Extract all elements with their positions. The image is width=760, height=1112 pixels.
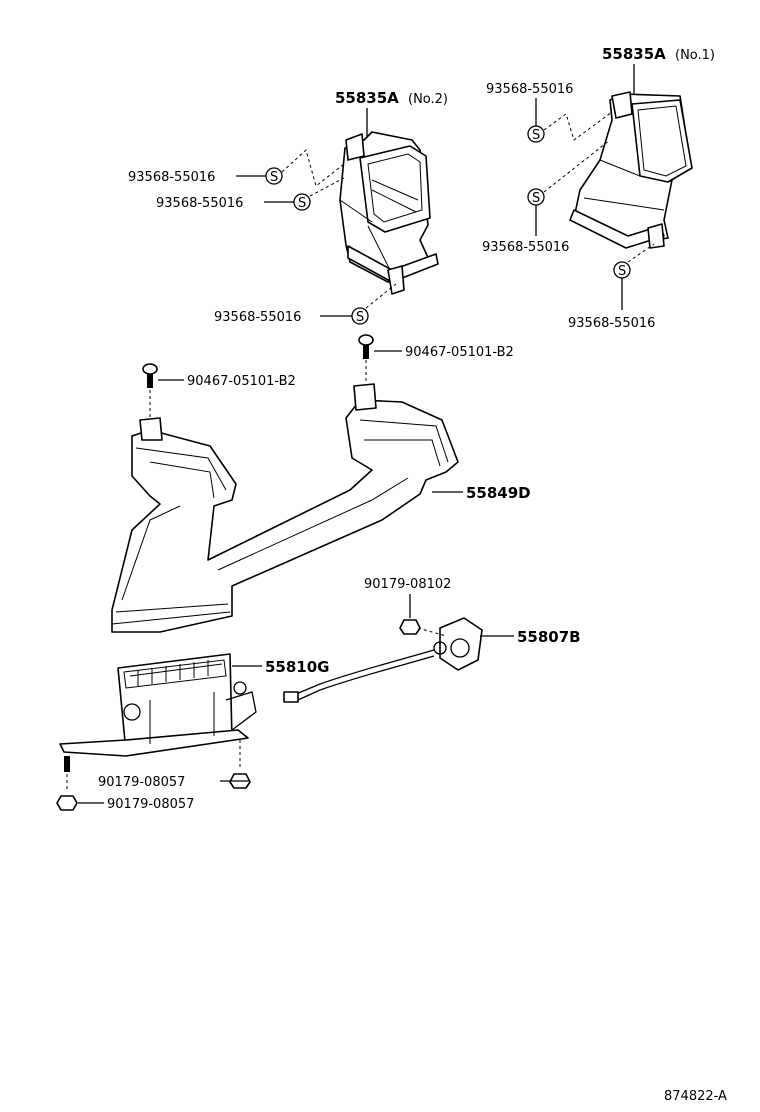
label-duct-no2-number: 55835A (335, 89, 399, 107)
clip-symbol: S (532, 128, 540, 143)
nut-08102 (399, 594, 421, 635)
nut-08057-b (56, 756, 104, 811)
duct-no2-drawing (339, 131, 439, 295)
label-nut-08102: 90179-08102 (364, 577, 451, 592)
control-assy-drawing (283, 617, 514, 703)
clip-4: S (527, 98, 613, 143)
main-duct-drawing (111, 383, 459, 633)
clip-s-icon (265, 167, 283, 185)
label-control-assy: 55807B (517, 628, 581, 646)
label-duct-no2-suffix: (No.2) (408, 92, 448, 107)
duct-no1-drawing (569, 91, 693, 249)
clip-6: S (613, 243, 655, 310)
label-screw-right: 90467-05101-B2 (405, 345, 514, 360)
clip-symbol: S (356, 310, 364, 325)
clip-symbol: S (298, 196, 306, 211)
clip-symbol: S (618, 264, 626, 279)
clip-symbol: S (532, 191, 540, 206)
label-clip-5: 93568-55016 (482, 240, 569, 255)
screw-right (358, 334, 402, 384)
label-clip-3: 93568-55016 (214, 310, 301, 325)
label-duct-no1-number: 55835A (602, 45, 666, 63)
clip-symbol: S (270, 170, 278, 185)
clip-s-icon (527, 125, 545, 143)
label-clip-1: 93568-55016 (128, 170, 215, 185)
clip-3: S (320, 283, 397, 325)
label-clip-6: 93568-55016 (568, 316, 655, 331)
label-heater-unit: 55810G (265, 658, 330, 676)
label-duct-no1-suffix: (No.1) (675, 48, 715, 63)
label-main-duct: 55849D (466, 484, 531, 502)
label-screw-left: 90467-05101-B2 (187, 374, 296, 389)
heater-unit-drawing (59, 653, 262, 757)
label-nut-08057-a: 90179-08057 (98, 775, 185, 790)
label-nut-08057-b: 90179-08057 (107, 797, 194, 812)
clip-1: S (236, 149, 345, 187)
nut-08057-a (220, 740, 251, 789)
label-clip-4: 93568-55016 (486, 82, 573, 97)
clip-2: S (264, 177, 345, 211)
clip-5: S (527, 139, 611, 236)
label-clip-2: 93568-55016 (156, 196, 243, 211)
drawing-number: 874822-A (664, 1089, 727, 1104)
clip-s-icon (351, 307, 369, 325)
screw-left (142, 363, 184, 420)
clip-s-icon (293, 193, 311, 211)
